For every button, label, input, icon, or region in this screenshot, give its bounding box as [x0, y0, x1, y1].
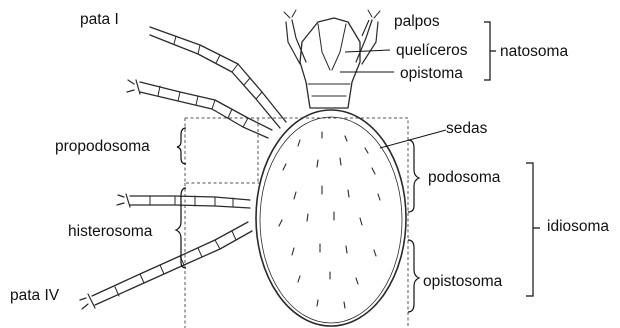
- labels: pata I propodosoma histerosoma pata IV p…: [10, 11, 609, 304]
- label-sedas: sedas: [446, 120, 488, 137]
- setae: [279, 132, 380, 308]
- label-opistoma: opistoma: [400, 65, 463, 82]
- idiosoma-body: [256, 110, 406, 326]
- label-pata-iv: pata IV: [10, 287, 60, 304]
- label-histerosoma: histerosoma: [68, 223, 153, 240]
- idiosoma-bracket: [526, 163, 540, 296]
- label-idiosoma: idiosoma: [547, 218, 609, 235]
- gnathosoma: [284, 10, 380, 108]
- label-propodosoma: propodosoma: [55, 138, 150, 155]
- opistosoma-brace: [408, 240, 419, 312]
- queliceros-leader: [345, 50, 390, 52]
- leg-ii: [127, 80, 272, 138]
- podosoma-brace: [408, 140, 419, 212]
- region-outlines: [185, 118, 408, 328]
- natosoma-bracket: [484, 22, 496, 80]
- label-opistosoma: opistosoma: [423, 273, 503, 290]
- label-natosoma: natosoma: [500, 43, 568, 60]
- sedas-leader: [380, 130, 446, 148]
- label-pata-i: pata I: [80, 11, 119, 28]
- leg-iii: [117, 194, 250, 208]
- label-palpos: palpos: [394, 13, 440, 30]
- leader-lines: [340, 20, 446, 148]
- label-podosoma: podosoma: [428, 169, 501, 186]
- label-queliceros: quelíceros: [396, 42, 468, 59]
